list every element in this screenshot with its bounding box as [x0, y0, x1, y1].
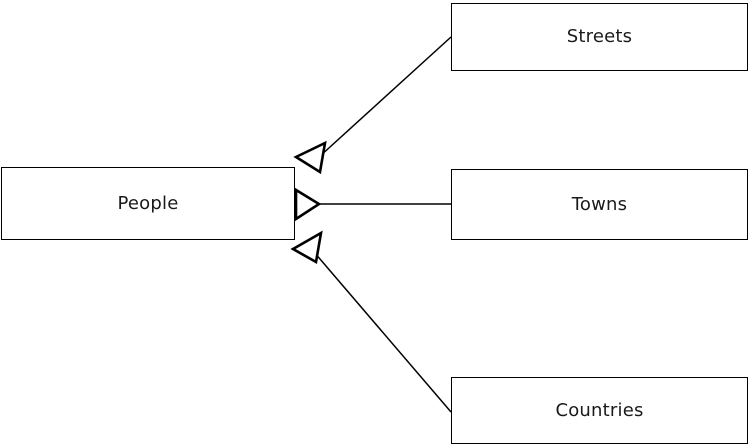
node-countries-label: Countries — [555, 399, 644, 421]
edge-people-streets[interactable] — [318, 36, 452, 158]
node-people-label: People — [117, 192, 179, 214]
node-countries[interactable]: Countries — [451, 377, 748, 444]
node-streets-label: Streets — [566, 26, 633, 47]
arrowhead-hollow-triangle-countries — [290, 230, 323, 265]
node-towns-label: Towns — [571, 193, 628, 215]
edge-people-countries[interactable] — [313, 251, 452, 413]
node-towns[interactable]: Towns — [451, 169, 748, 240]
node-streets[interactable]: Streets — [451, 3, 748, 71]
arrowhead-hollow-triangle-towns — [294, 187, 322, 222]
arrowhead-hollow-triangle-streets — [293, 140, 327, 175]
node-people[interactable]: People — [1, 167, 295, 240]
